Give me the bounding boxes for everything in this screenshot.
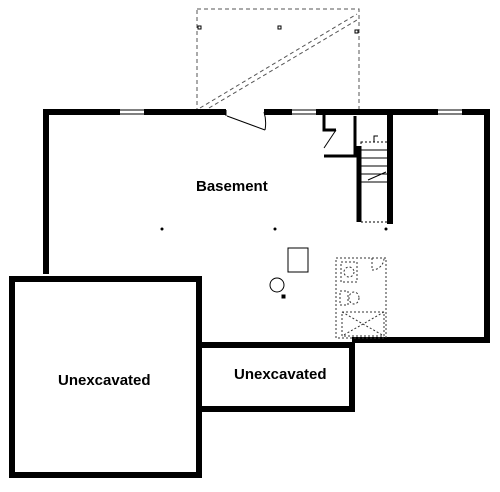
- future-bathroom: [335, 257, 387, 339]
- mechanical-equipment: [269, 247, 309, 299]
- exterior-door: [225, 109, 267, 131]
- stairs: [356, 135, 389, 223]
- windows: [120, 109, 462, 115]
- unexcavated-left-label: Unexcavated: [58, 372, 151, 389]
- unexcavated-right-label: Unexcavated: [234, 366, 327, 383]
- basement-label: Basement: [196, 178, 268, 195]
- unexcavated-right-walls: [202, 342, 355, 412]
- closet-door-swing: [323, 129, 337, 149]
- basement-walls: [43, 109, 490, 343]
- unexcavated-left-walls: [9, 276, 202, 478]
- deck-post-markers: [197, 25, 359, 34]
- dashed-deck-outline: [196, 8, 360, 113]
- columns: [160, 227, 388, 231]
- closet: [322, 112, 357, 158]
